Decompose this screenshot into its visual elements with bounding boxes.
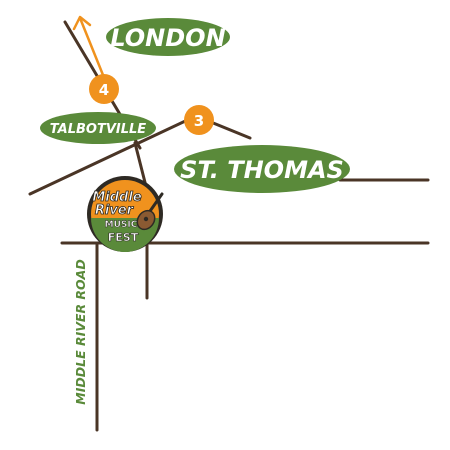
logo-text-fest: FEST <box>108 231 139 244</box>
road-diagonal-west <box>28 114 198 196</box>
talbotville-text: TALBOTVILLE <box>50 122 146 137</box>
logo-text-music: MUSIC <box>105 220 138 230</box>
marker-4-text: 4 <box>99 81 109 99</box>
talbotville-pill <box>40 112 156 144</box>
direction-arrow <box>72 15 105 77</box>
talbotville-label: TALBOTVILLE <box>40 112 156 144</box>
marker-exit-4: 4 <box>89 74 119 104</box>
marker-3-text: 3 <box>194 112 204 130</box>
st-thomas-text: ST. THOMAS <box>180 156 344 184</box>
festival-logo: Middle River MUSIC FEST <box>87 176 164 252</box>
arrow-head <box>72 15 92 31</box>
guitar-icon <box>136 192 164 231</box>
london-pill <box>106 18 230 56</box>
london-text: LONDON <box>110 24 225 52</box>
guitar-sound-hole <box>143 216 149 222</box>
marker-4-circle <box>89 74 119 104</box>
st-thomas-label: ST. THOMAS <box>174 145 350 193</box>
logo-text-river: River <box>95 203 135 218</box>
st-thomas-pill <box>174 145 350 193</box>
marker-3-circle <box>184 105 214 135</box>
middle-river-road-label: MIDDLE RIVER ROAD <box>73 259 88 404</box>
arrow-shaft <box>78 16 105 77</box>
london-label: LONDON <box>106 18 230 56</box>
logo-text-middle: Middle <box>92 190 141 205</box>
marker-exit-3: 3 <box>184 105 214 135</box>
